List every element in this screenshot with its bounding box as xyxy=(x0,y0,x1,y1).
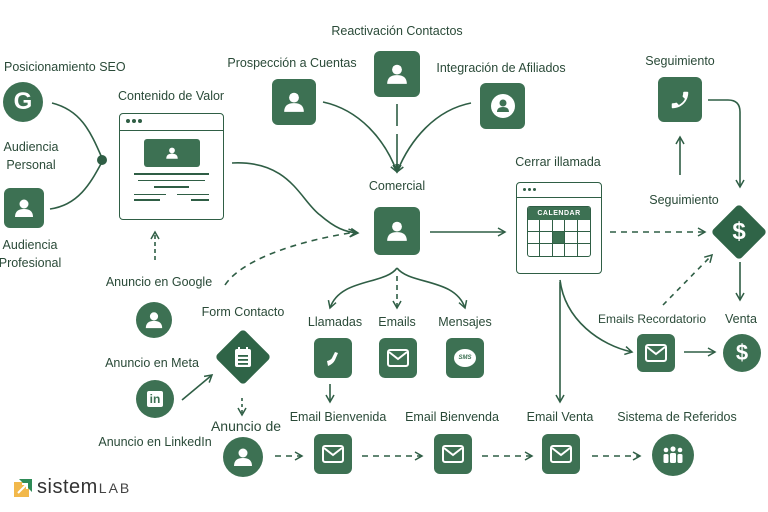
edge-linkedin-form xyxy=(181,374,214,401)
mensajes-node[interactable]: SMS xyxy=(446,338,484,378)
referidos-node[interactable] xyxy=(652,434,694,476)
afiliados-node[interactable] xyxy=(480,83,525,129)
user-icon xyxy=(165,147,178,159)
anuncio-google-label: Anuncio en Google xyxy=(105,275,213,289)
user-icon xyxy=(234,448,252,466)
logo-mark-icon xyxy=(14,478,32,497)
edge-contenido-comercial xyxy=(231,162,360,238)
audiencia-profesional-line2: Profesional xyxy=(0,256,62,270)
user-icon xyxy=(387,221,407,241)
edge-form-comercial xyxy=(224,228,358,286)
envelope-icon xyxy=(322,445,344,463)
edge-cerrar-recordatorio xyxy=(559,279,634,356)
webpage-icon[interactable] xyxy=(119,113,224,220)
audiencia-personal-line1: Audiencia xyxy=(3,140,59,154)
anuncio-meta-label: Anuncio en Meta xyxy=(105,356,199,370)
email-bienvenida-1-label: Email Bienvenida xyxy=(289,410,387,424)
edge-seo-junction xyxy=(51,102,103,159)
envelope-icon xyxy=(550,445,572,463)
edge-profesional-junction xyxy=(49,161,103,210)
junction-dot xyxy=(97,155,107,165)
form-contacto-label: Form Contacto xyxy=(201,305,285,319)
edge-afiliados-comercial xyxy=(395,102,472,174)
envelope-icon xyxy=(387,349,409,367)
afiliados-label: Integración de Afiliados xyxy=(436,61,566,75)
user-icon xyxy=(284,92,304,112)
envelope-icon xyxy=(442,445,464,463)
dollar-icon: $ xyxy=(735,340,749,365)
anuncio-linkedin-label: Anuncio en LinkedIn xyxy=(98,435,212,449)
cerrar-label: Cerrar illamada xyxy=(515,155,601,169)
email-bienvenida-2-label: Email Bienvenda xyxy=(405,410,499,424)
phone-pen-icon xyxy=(327,352,338,366)
prospeccion-node[interactable] xyxy=(272,79,316,125)
llamadas-label: Llamadas xyxy=(307,315,363,329)
logo-text: sistem xyxy=(37,476,98,498)
calendar-header: CALENDAR xyxy=(528,207,590,220)
venta-node[interactable]: $ xyxy=(723,334,761,372)
emails-recordatorio-node[interactable] xyxy=(637,334,675,372)
user-circle-icon xyxy=(490,94,515,118)
seguimiento-top-label: Seguimiento xyxy=(645,54,715,68)
emails-node[interactable] xyxy=(379,338,417,378)
group-icon xyxy=(663,446,683,463)
anuncio-de-label: Anuncio de xyxy=(210,418,282,434)
edge-comercial-llamadas xyxy=(327,267,398,310)
edge-phone-dollar xyxy=(708,99,745,189)
edge-recordatorio-dollar xyxy=(662,253,714,306)
venta-label: Venta xyxy=(725,312,757,326)
notepad-icon xyxy=(235,347,251,367)
sistemlab-logo: sistem LAB xyxy=(14,476,131,499)
anuncio-meta-node[interactable] xyxy=(136,302,172,338)
anuncio-de-node[interactable] xyxy=(223,437,263,477)
reactivacion-node[interactable] xyxy=(374,51,420,97)
user-icon xyxy=(387,64,407,84)
mensajes-label: Mensajes xyxy=(438,315,492,329)
seguimiento-top-node[interactable] xyxy=(658,77,702,122)
email-venta-node[interactable] xyxy=(542,434,580,474)
contenido-label: Contenido de Valor xyxy=(118,89,225,103)
email-bienvenida-1-node[interactable] xyxy=(314,434,352,474)
reactivacion-label: Reactivación Contactos xyxy=(331,24,463,38)
envelope-icon xyxy=(645,344,667,362)
dollar-icon: $ xyxy=(732,218,746,245)
comercial-label: Comercial xyxy=(368,179,426,193)
comercial-node[interactable] xyxy=(374,207,420,255)
seo-node[interactable]: G xyxy=(3,82,43,122)
google-icon: G xyxy=(13,88,33,115)
emails-recordatorio-label: Emails Recordatorio xyxy=(597,312,707,326)
audiencia-profesional-line1: Audiencia xyxy=(2,238,58,252)
audiencia-profesional-label: Audiencia Profesional xyxy=(0,238,61,271)
phone-icon xyxy=(671,91,689,108)
user-icon xyxy=(15,199,33,217)
edge-comercial-mensajes xyxy=(396,267,468,310)
seguimiento-label: Seguimiento xyxy=(649,193,719,207)
anuncio-linkedin-node[interactable]: in xyxy=(136,380,174,418)
audiencia-personal-label: Audiencia Personal xyxy=(4,140,59,173)
logo-sub: LAB xyxy=(98,479,132,496)
linkedin-icon: in xyxy=(146,391,164,407)
calendar-icon[interactable]: CALENDAR xyxy=(516,182,602,274)
emails-label: Emails xyxy=(378,315,416,329)
llamadas-node[interactable] xyxy=(314,338,352,378)
email-bienvenida-2-node[interactable] xyxy=(434,434,472,474)
email-venta-label: Email Venta xyxy=(526,410,594,424)
audiencia-profesional-node[interactable] xyxy=(4,188,44,228)
sms-icon: SMS xyxy=(454,349,476,367)
user-icon xyxy=(145,312,163,329)
seo-label: Posicionamiento SEO xyxy=(4,60,126,74)
edge-prospeccion-comercial xyxy=(322,101,400,174)
referidos-label: Sistema de Referidos xyxy=(617,410,737,424)
audiencia-personal-line2: Personal xyxy=(6,158,56,172)
prospeccion-label: Prospección a Cuentas xyxy=(227,56,357,70)
